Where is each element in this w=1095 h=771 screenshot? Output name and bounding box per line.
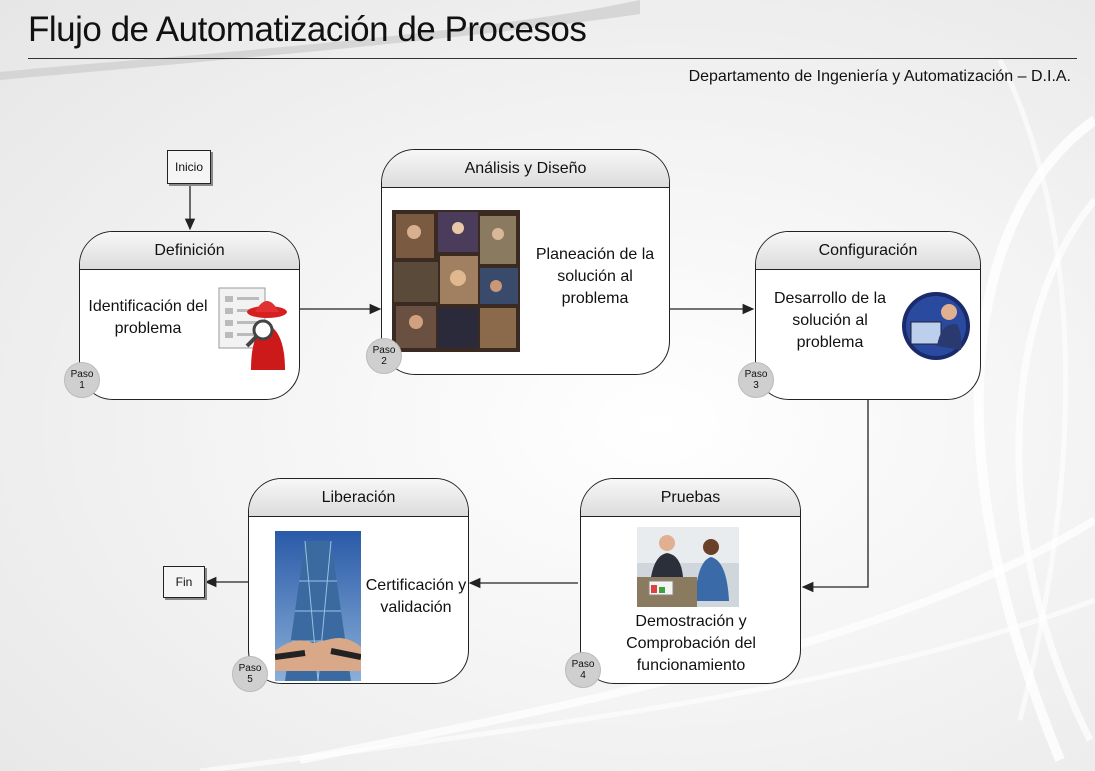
stage-title: Análisis y Diseño	[382, 150, 669, 188]
stage-title: Pruebas	[581, 479, 800, 517]
end-label: Fin	[175, 575, 193, 589]
stage-description: Planeación de la solución al problema	[535, 246, 655, 307]
stage-description: Identificación del problema	[88, 298, 208, 337]
stage-liberacion: Liberación Certificación y validación	[248, 478, 469, 684]
team-collage-photo	[392, 210, 520, 352]
handshake-building-photo	[275, 531, 361, 681]
step-label: Paso	[70, 369, 94, 380]
stage-title: Liberación	[249, 479, 468, 517]
step-badge-2: Paso 2	[366, 338, 402, 374]
step-label: Paso	[744, 369, 768, 380]
step-label: Paso	[571, 659, 595, 670]
step-badge-4: Paso 4	[565, 652, 601, 688]
step-label: Paso	[372, 345, 396, 356]
stage-description: Certificación y validación	[365, 577, 467, 616]
stage-analisis-diseno: Análisis y Diseño Planeación de la soluc…	[381, 149, 670, 375]
stage-description: Desarrollo de la solución al problema	[773, 290, 887, 351]
stage-title: Configuración	[756, 232, 980, 270]
title-swoosh-decoration	[0, 0, 640, 80]
stage-configuracion: Configuración Desarrollo de la solución …	[755, 231, 981, 400]
step-badge-5: Paso 5	[232, 656, 268, 692]
stage-pruebas: Pruebas Demostración y Comprobación del …	[580, 478, 801, 684]
start-terminal: Inicio	[167, 150, 211, 184]
stage-definicion: Definición Identificación del problema	[79, 231, 300, 400]
step-number: 5	[247, 674, 253, 685]
step-number: 3	[753, 380, 759, 391]
meeting-presentation-photo	[637, 527, 739, 607]
arrow-configuracion-to-pruebas	[801, 400, 869, 593]
start-label: Inicio	[174, 160, 203, 174]
step-badge-1: Paso 1	[64, 362, 100, 398]
computer-user-photo	[901, 284, 971, 366]
detective-magnifier-icon	[217, 284, 293, 374]
page-title: Flujo de Automatización de Procesos	[28, 10, 587, 49]
stage-title: Definición	[80, 232, 299, 270]
step-badge-3: Paso 3	[738, 362, 774, 398]
step-label: Paso	[238, 663, 262, 674]
title-divider	[28, 58, 1077, 59]
step-number: 1	[79, 380, 85, 391]
end-terminal: Fin	[163, 566, 205, 598]
department-label: Departamento de Ingeniería y Automatizac…	[688, 68, 1071, 85]
step-number: 2	[381, 356, 387, 367]
step-number: 4	[580, 670, 586, 681]
stage-description: Demostración y Comprobación del funciona…	[626, 613, 756, 674]
